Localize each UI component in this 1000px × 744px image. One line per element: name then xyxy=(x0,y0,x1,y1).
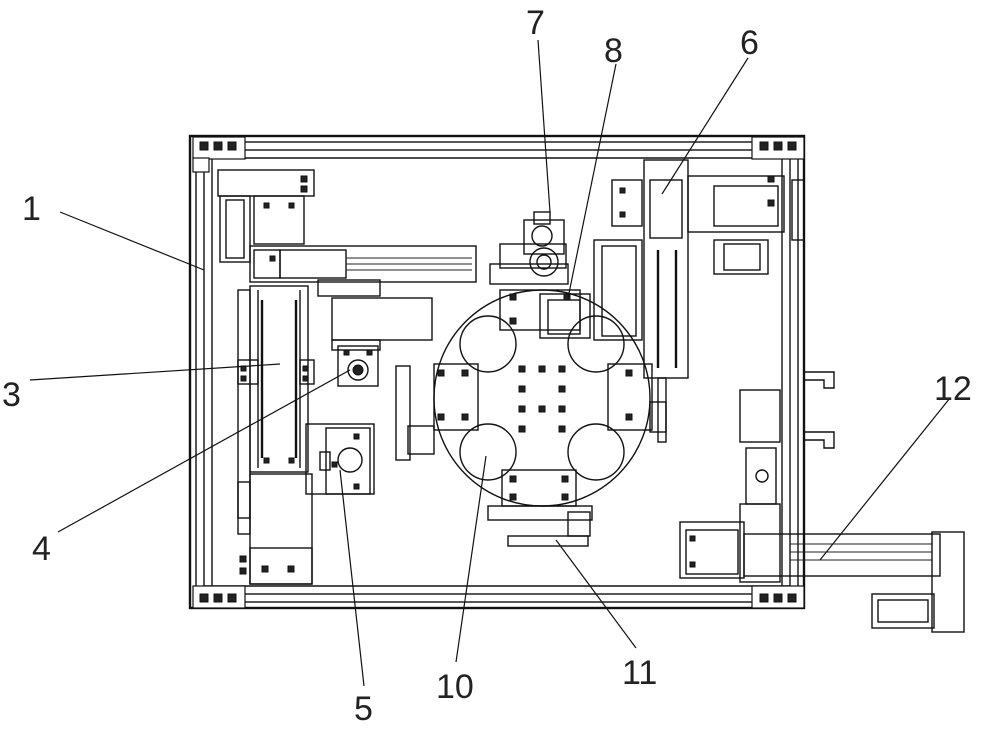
callout-8: 8 xyxy=(604,32,623,70)
right-upper-module-6 xyxy=(593,159,805,379)
leader-11 xyxy=(555,539,637,649)
corner-profile-tl xyxy=(192,136,246,173)
right-side-clamps xyxy=(804,371,835,449)
leader-3 xyxy=(29,363,281,381)
outer-frame xyxy=(188,134,806,610)
bearing-seat-4 xyxy=(337,345,379,387)
corner-profile-bl xyxy=(192,585,246,609)
callout-6: 6 xyxy=(740,24,759,62)
callout-3: 3 xyxy=(2,376,21,414)
bearing-seat-5 xyxy=(305,423,375,495)
callout-1: 1 xyxy=(22,190,41,228)
upper-block xyxy=(331,297,433,351)
sensor-block-8 xyxy=(539,293,591,339)
leader-12 xyxy=(819,397,951,561)
callout-4: 4 xyxy=(32,530,51,568)
leader-8 xyxy=(567,63,617,299)
leader-7 xyxy=(537,39,551,213)
corner-profile-br xyxy=(751,585,805,609)
top-clamp-module-7 xyxy=(489,211,569,285)
leader-5 xyxy=(339,469,365,687)
callout-5: 5 xyxy=(354,690,373,728)
callout-10: 10 xyxy=(436,668,474,706)
left-guide xyxy=(395,365,435,461)
callout-11: 11 xyxy=(622,654,657,692)
leader-6 xyxy=(661,57,749,195)
rotary-table xyxy=(433,289,653,507)
bottom-plate-11 xyxy=(487,505,593,547)
callout-7: 7 xyxy=(526,4,545,42)
leader-4 xyxy=(57,369,351,533)
leader-1 xyxy=(59,211,205,271)
left-gantry-module xyxy=(217,169,477,585)
callout-numbers: 1 3 4 5 6 7 8 10 11 12 xyxy=(2,4,972,728)
right-lower-module-12 xyxy=(679,389,965,633)
centre-bolt-pattern xyxy=(518,365,566,433)
leader-10 xyxy=(455,455,487,663)
leader-lines xyxy=(29,39,951,687)
callout-12: 12 xyxy=(934,370,972,408)
corner-profile-tr xyxy=(751,136,805,160)
